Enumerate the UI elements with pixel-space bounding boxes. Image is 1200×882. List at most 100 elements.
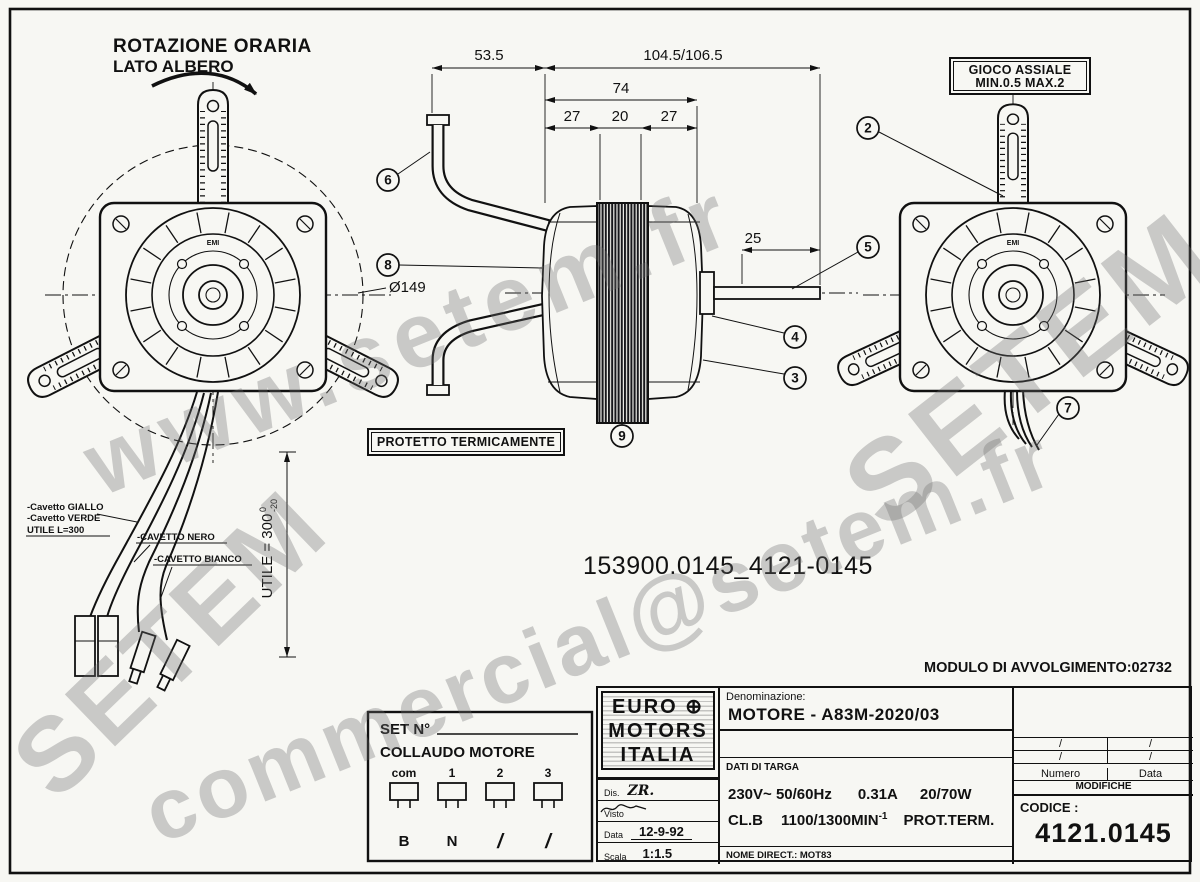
end-bell-right — [647, 205, 704, 400]
modifiche-header-row: Numero Data — [1014, 764, 1193, 781]
callout-7: 7 — [1064, 401, 1072, 416]
visto-signature — [600, 804, 647, 813]
wire-code-b: B — [399, 833, 410, 850]
spade-terminal — [156, 638, 191, 692]
logo-cell: EURO ⊕ MOTORS ITALIA — [598, 688, 720, 779]
spec-speed: 1100/1300MIN — [781, 812, 879, 829]
spec-voltage: 230V~ 50/60Hz — [728, 786, 832, 803]
utile-tol-high: 0 — [258, 507, 268, 512]
scala-row: Scala 1:1.5 — [598, 842, 720, 864]
rotation-arrow — [151, 71, 258, 96]
dim-25: 25 — [745, 230, 762, 247]
visto-label: Visto — [604, 809, 624, 819]
wire-code-n: N — [447, 833, 458, 850]
wire-code-slash-2: / — [496, 831, 505, 853]
dis-value: ZR. — [627, 783, 655, 799]
lead-labels: -Cavetto GIALLO -Cavetto VERDE UTILE L=3… — [26, 502, 252, 601]
logo-motors: MOTORS — [608, 719, 708, 742]
terminal-pins — [397, 800, 555, 808]
dis-label: Dis. — [604, 788, 620, 798]
logo-euro: EURO ⊕ — [611, 695, 705, 718]
callout-5: 5 — [864, 240, 872, 255]
modifiche-empty-cell — [1014, 688, 1193, 738]
diameter-text: Ø149 — [389, 279, 426, 296]
euro-motors-italia-logo: EURO ⊕ MOTORS ITALIA — [601, 691, 715, 770]
label-cavetto-bianco: -CAVETTO BIANCO — [154, 554, 242, 565]
mounting-bracket — [426, 114, 552, 396]
logo-italia: ITALIA — [620, 743, 696, 766]
label-cavetto-verde: -Cavetto VERDE — [27, 513, 100, 524]
spade-terminal — [128, 630, 157, 685]
lead-connectors — [74, 615, 191, 692]
callout-4: 4 — [791, 330, 799, 345]
spec-class: CL.B — [728, 812, 763, 829]
sheet-frame — [8, 7, 1192, 875]
end-bell-left — [541, 205, 598, 400]
terminal-1: 1 — [449, 766, 456, 780]
modifiche-row-1: / / — [1014, 738, 1193, 751]
protetto-text: PROTETTO TERMICAMENTE — [377, 435, 555, 449]
dimensions-top: 53.5 104.5/106.5 74 27 20 27 25 — [431, 47, 821, 285]
gioco-assiale-note: GIOCO ASSIALE MIN.0.5 MAX.2 — [949, 57, 1091, 95]
visto-row: Visto — [598, 800, 720, 821]
data-label: Data — [604, 830, 624, 840]
dati-targa-label: DATI DI TARGA — [726, 762, 799, 773]
dim-104-5: 104.5/106.5 — [643, 47, 722, 64]
rotation-label-1: ROTAZIONE ORARIA — [113, 36, 312, 57]
numero-header: Numero — [1014, 768, 1108, 780]
callout-6: 6 — [384, 173, 392, 188]
bearing-boss — [699, 271, 715, 315]
modulo-avvolgimento: MODULO DI AVVOLGIMENTO:02732 — [924, 660, 1172, 676]
dim-53-5: 53.5 — [474, 47, 503, 64]
rotation-annotation: ROTAZIONE ORARIA LATO ALBERO — [113, 36, 312, 96]
modifiche-label: MODIFICHE — [1014, 781, 1193, 796]
callout-2: 2 — [864, 121, 872, 136]
title-block: EURO ⊕ MOTORS ITALIA Dis. ZR. Visto Data… — [596, 686, 1193, 864]
utile-dimension: UTILE = 300 0 -20 — [258, 451, 296, 658]
utile-dim-text: UTILE = 300 — [259, 514, 276, 599]
denominazione-spare-row — [720, 731, 1012, 758]
codice-label: CODICE : — [1020, 800, 1079, 815]
callout-9: 9 — [618, 429, 626, 444]
collaudo-box: SET N° COLLAUDO MOTORE com 1 2 3 B N / / — [366, 710, 594, 863]
dim-27-left: 27 — [564, 108, 581, 125]
label-utile-300: UTILE L=300 — [27, 525, 84, 536]
collaudo-title: COLLAUDO MOTORE — [380, 744, 535, 761]
dim-27-right: 27 — [661, 108, 678, 125]
terminal-3: 3 — [545, 766, 552, 780]
utile-tol-low: -20 — [269, 499, 279, 512]
spec-power: 20/70W — [919, 786, 972, 803]
wire-code-slash-3: / — [544, 831, 553, 853]
mod-slash: / — [1014, 751, 1108, 763]
denominazione-value: MOTORE - A83M-2020/03 — [720, 703, 1012, 731]
mod-slash: / — [1014, 738, 1108, 750]
data-header: Data — [1138, 768, 1163, 780]
shaft — [713, 286, 821, 300]
set-n-label: SET N° — [380, 721, 430, 738]
motor-leads — [89, 391, 219, 641]
label-cavetto-giallo: -Cavetto GIALLO — [27, 502, 104, 513]
rotation-label-2: LATO ALBERO — [113, 57, 234, 76]
gioco-line-2: MIN.0.5 MAX.2 — [975, 76, 1064, 90]
gioco-line-1: GIOCO ASSIALE — [969, 63, 1072, 77]
scala-value: 1:1.5 — [634, 847, 681, 862]
codice-value: 4121.0145 — [1035, 818, 1172, 848]
nome-direct: NOME DIRECT.: MOT83 — [720, 846, 1012, 864]
terminal-blocks — [389, 782, 563, 801]
reference-number: 153900.0145_4121-0145 — [583, 552, 873, 580]
mod-slash: / — [1148, 738, 1153, 750]
spec-speed-exponent: -1 — [878, 811, 888, 822]
diameter-label: Ø149 — [357, 279, 426, 296]
modifiche-section: / / / / Numero Data MODIFICHE CODICE : 4… — [1014, 688, 1193, 864]
spec-protection: PROT.TERM. — [903, 812, 995, 829]
motor-leads-right — [1003, 389, 1040, 451]
dim-20: 20 — [612, 108, 629, 125]
mod-slash: / — [1148, 751, 1153, 763]
label-cavetto-nero: -CAVETTO NERO — [137, 532, 215, 543]
terminal-com: com — [392, 766, 417, 780]
data-value: 12-9-92 — [631, 825, 692, 840]
motor-front-view-right — [834, 95, 1192, 451]
callout-8: 8 — [384, 258, 392, 273]
